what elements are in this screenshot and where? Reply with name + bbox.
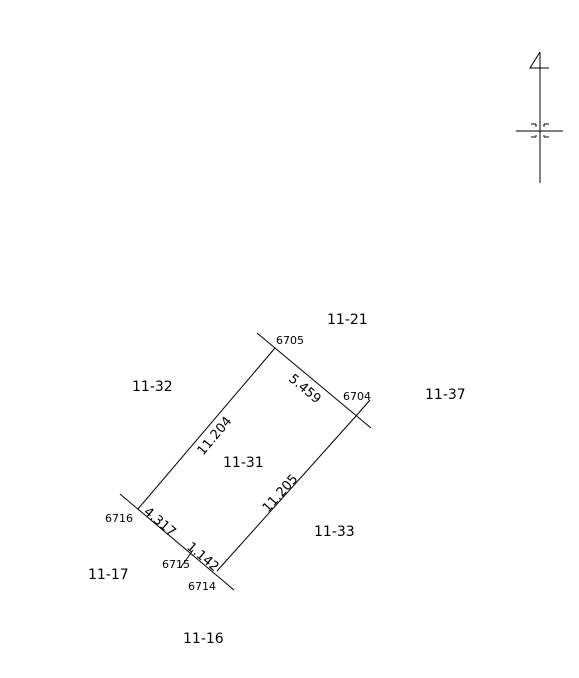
dimension-top: 5.459 bbox=[285, 372, 323, 407]
north-arrow-icon bbox=[516, 51, 563, 183]
dimension-bottom-left: 4.317 bbox=[140, 505, 178, 540]
parcel-label-11-17: 11-17 bbox=[88, 567, 129, 583]
point-label-6704: 6704 bbox=[343, 390, 371, 403]
parcel-label-11-16: 11-16 bbox=[183, 631, 224, 647]
parcel-label-11-37: 11-37 bbox=[425, 387, 466, 403]
parcel-label-11-33: 11-33 bbox=[314, 524, 355, 540]
parcel-boundary bbox=[119, 332, 372, 591]
parcel-label-11-32: 11-32 bbox=[132, 379, 173, 395]
dimension-right: 11.205 bbox=[260, 472, 302, 516]
dimension-left: 11.204 bbox=[195, 414, 236, 458]
parcel-label-11-21: 11-21 bbox=[327, 312, 368, 328]
point-label-6714: 6714 bbox=[188, 580, 216, 593]
point-label-6715: 6715 bbox=[162, 558, 190, 571]
point-label-6716: 6716 bbox=[105, 512, 133, 525]
point-label-6705: 6705 bbox=[276, 334, 304, 347]
parcel-label-11-31: 11-31 bbox=[223, 455, 264, 471]
